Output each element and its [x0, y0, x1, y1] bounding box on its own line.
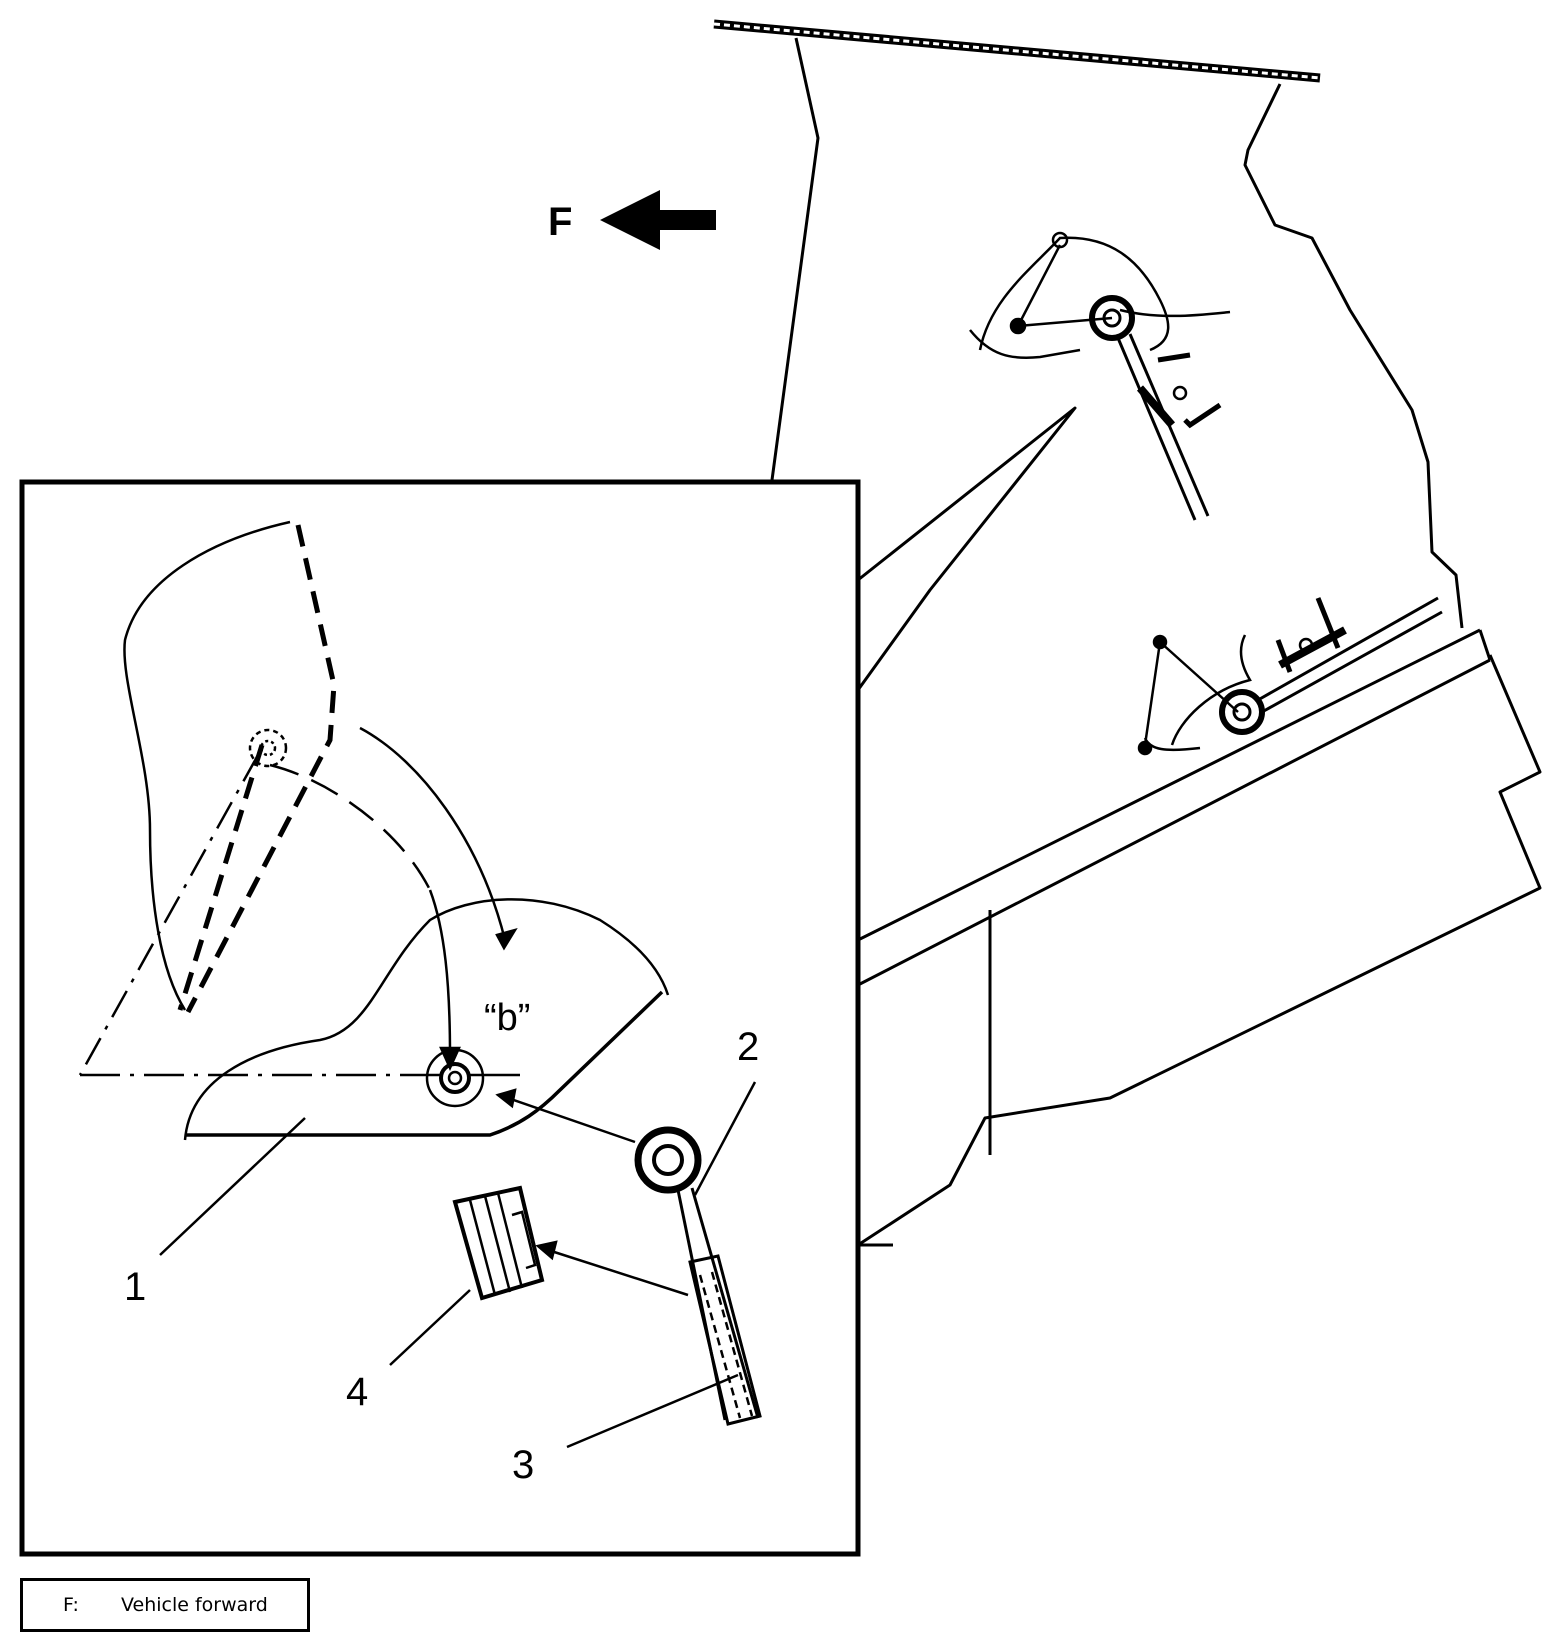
leader-line-3: [566, 1373, 739, 1449]
anchor-ring: [1089, 295, 1135, 341]
attach-arrow: [507, 1096, 636, 1144]
seatback-outline: [123, 520, 291, 1011]
leader-line-2: [693, 1081, 757, 1196]
detail-inset-frame: [19, 479, 861, 1557]
seatback-hidden-edge: [185, 524, 337, 1014]
seat-rail-upper: [857, 628, 1481, 942]
callout-1: 1: [124, 1265, 146, 1309]
detail-inset-content: [78, 520, 762, 1449]
callout-4: 4: [346, 1370, 368, 1414]
leader-line-1: [159, 1117, 306, 1256]
fold-path-arc: [359, 726, 507, 941]
upper-hook-mechanism: [969, 231, 1231, 521]
arrow-left-icon: [600, 190, 716, 250]
seat-cushion-outline: [183, 898, 670, 1141]
legend-key: F:: [63, 1594, 79, 1616]
legend-description: Vehicle forward: [121, 1594, 268, 1616]
zoom-wedge: [856, 406, 1077, 691]
seat-rail-lower: [857, 658, 1491, 987]
strap-sleeve: [688, 1254, 762, 1426]
anchor-ring: [1219, 689, 1265, 735]
forward-direction-indicator: F: [548, 190, 716, 250]
right-body-outline: [1243, 83, 1464, 629]
pivot-hidden-icon: [248, 728, 288, 768]
mounting-point-ring: [425, 1048, 485, 1108]
callout-3: 3: [512, 1443, 534, 1487]
callout-2: 2: [737, 1025, 759, 1069]
cover-cap-icon: [452, 1185, 545, 1301]
leader-line-4: [389, 1289, 471, 1366]
legend: F: Vehicle forward: [20, 1578, 310, 1632]
vehicle-body: [713, 19, 1542, 1247]
direction-label: F: [548, 200, 572, 244]
pivot-point: [1009, 317, 1027, 335]
left-pillar-line: [770, 37, 820, 481]
lower-hook-mechanism: [1137, 596, 1443, 756]
lower-body-outline: [857, 654, 1542, 1247]
position-b-label: “b”: [484, 997, 530, 1039]
anchor-ring-icon: [634, 1126, 702, 1194]
